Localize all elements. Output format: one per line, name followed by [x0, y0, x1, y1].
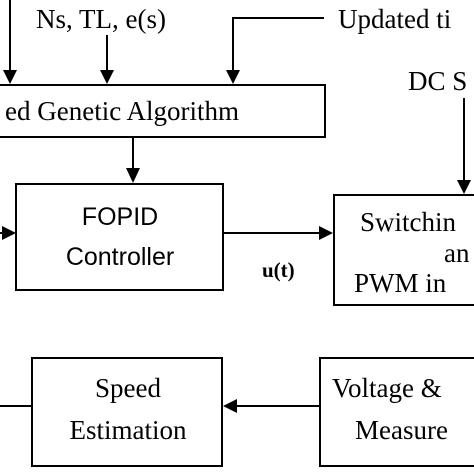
dc-source-label: DC S	[408, 66, 467, 96]
fopid-to-switching-arrowhead	[319, 226, 333, 240]
switching-label-line3: PWM in	[354, 268, 447, 298]
switching-label-line2: an	[444, 238, 470, 268]
voltage-label-line2: Measure	[355, 415, 448, 445]
ga-to-fopid-arrowhead	[126, 168, 140, 183]
speed-label-line2: Estimation	[70, 415, 187, 445]
switching-pwm-block	[333, 194, 474, 306]
fopid-controller-block	[15, 183, 224, 291]
switching-label-line1: Switchin	[360, 207, 457, 237]
voltage-label-line1: Voltage &	[332, 373, 442, 403]
fopid-label-line1: FOPID	[82, 203, 158, 231]
input-label-updated: Updated ti	[338, 4, 451, 34]
measure-to-speed-arrowhead	[223, 399, 237, 413]
left-feed-arrowhead	[3, 70, 17, 84]
dc-source-arrowhead	[457, 180, 471, 194]
voltage-measurement-block	[319, 357, 474, 467]
input-label-ns-tl-es: Ns, TL, e(s)	[36, 4, 166, 34]
genetic-algorithm-block	[0, 84, 326, 138]
left-input-arrowhead	[2, 226, 16, 240]
updated-feed-arrowhead	[226, 70, 240, 84]
speed-estimation-block	[31, 357, 223, 467]
middle-feed-arrowhead	[100, 70, 114, 84]
control-signal-label: u(t)	[262, 258, 295, 282]
fopid-label-line2: Controller	[66, 243, 174, 271]
speed-label-line1: Speed	[95, 373, 161, 403]
genetic-algorithm-label: ed Genetic Algorithm	[5, 96, 239, 126]
updated-feed-line	[232, 17, 324, 72]
